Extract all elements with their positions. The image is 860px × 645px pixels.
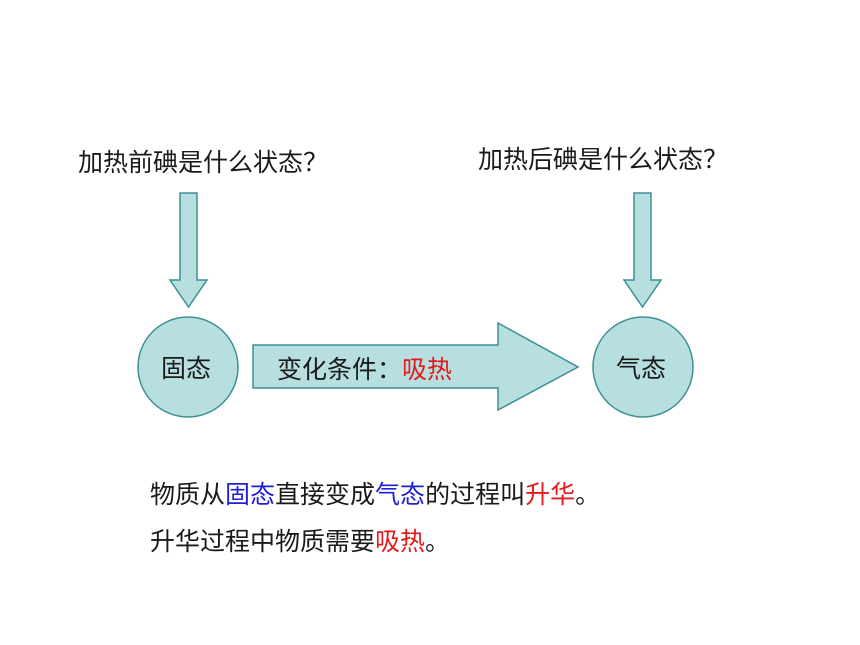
question-after-heating: 加热后碘是什么状态？ (478, 145, 729, 174)
summary-text: 的过程叫 (425, 480, 526, 509)
solid-state-label: 固态 (161, 354, 212, 383)
term-solid: 固态 (225, 480, 276, 509)
summary-line-1: 物质从固态直接变成气态的过程叫升华。 (150, 475, 600, 511)
summary-text: 直接变成 (275, 480, 376, 509)
term-sublimation: 升华 (525, 480, 576, 509)
term-gas: 气态 (375, 480, 426, 509)
summary-text: 。 (575, 480, 601, 509)
summary-text: 物质从 (150, 480, 226, 509)
term-absorb-heat: 吸热 (375, 527, 426, 556)
down-arrow-before (168, 192, 209, 309)
condition-prefix: 变化条件： (277, 355, 403, 384)
solid-state-circle (137, 316, 239, 418)
gas-state-label: 气态 (616, 354, 667, 383)
transition-arrow (252, 321, 580, 412)
summary-text: 升华过程中物质需要 (150, 527, 376, 556)
condition-label: 变化条件：吸热 (277, 350, 452, 386)
summary-line-2: 升华过程中物质需要吸热。 (150, 522, 450, 558)
question-before-heating: 加热前碘是什么状态？ (78, 148, 329, 177)
summary-text: 。 (425, 527, 451, 556)
gas-state-circle (592, 316, 694, 418)
down-arrow-after (622, 192, 663, 309)
condition-value: 吸热 (402, 355, 453, 384)
